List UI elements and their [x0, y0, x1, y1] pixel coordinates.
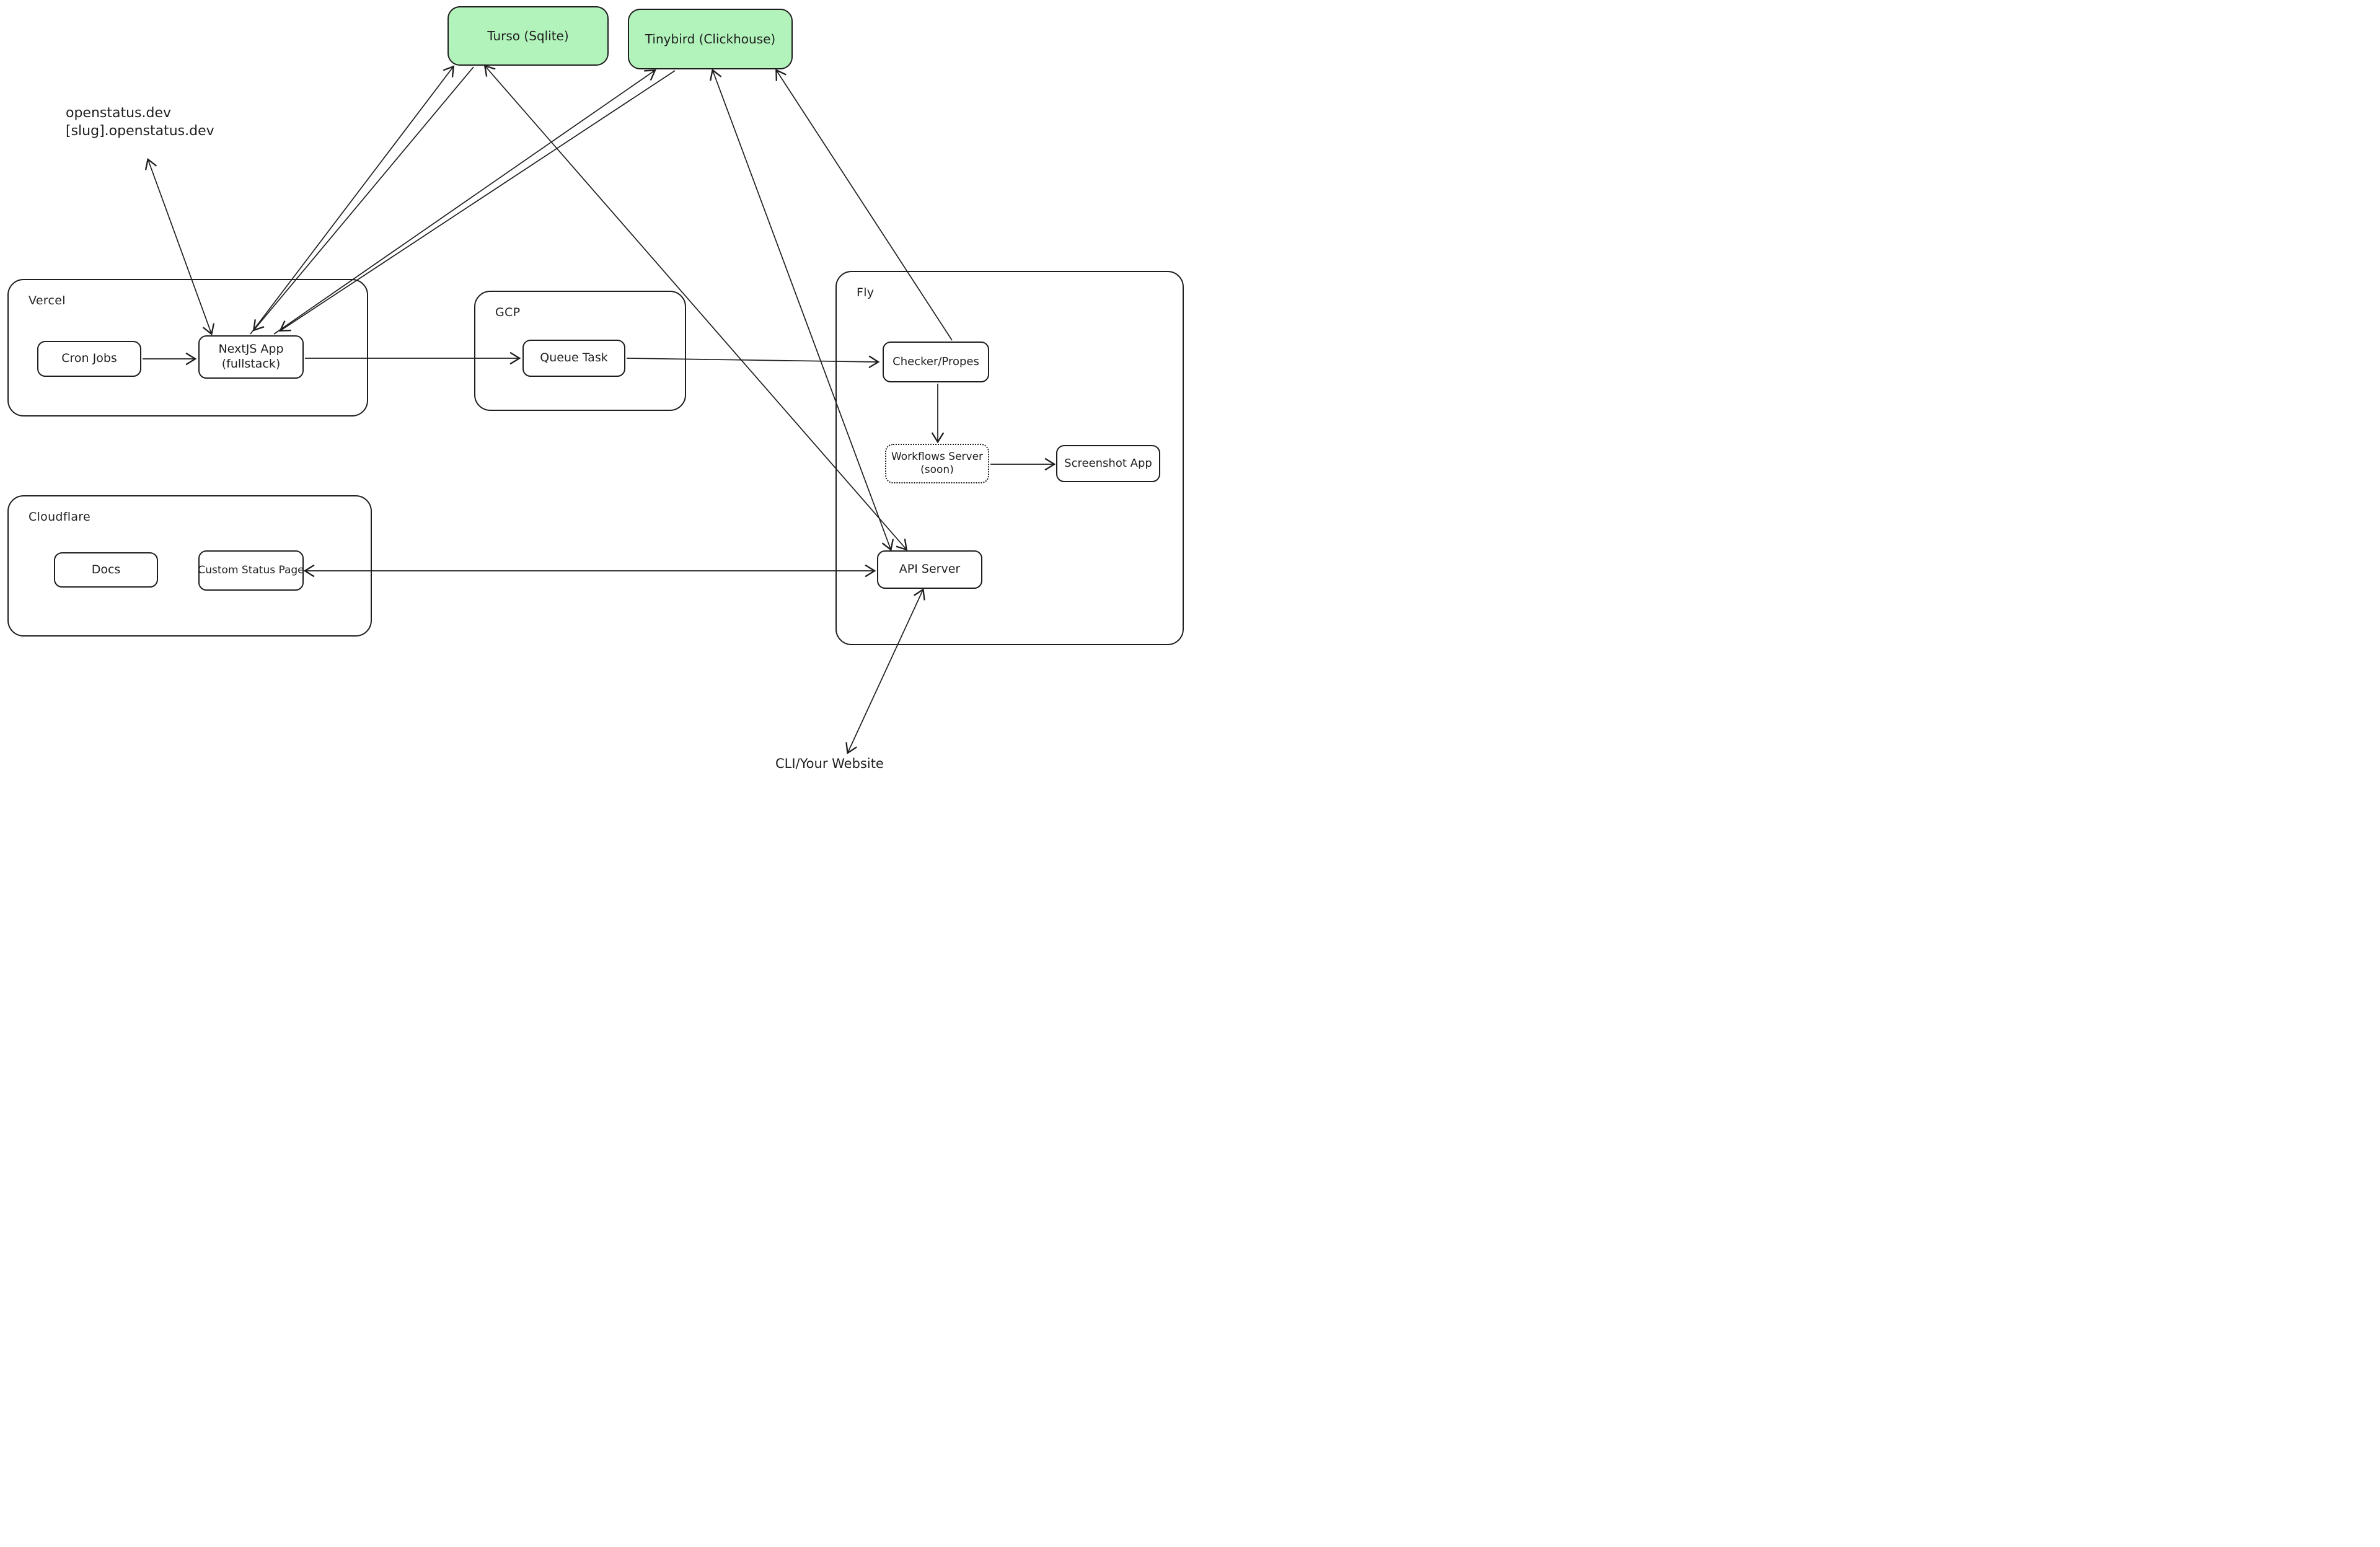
node-tinybird: Tinybird (Clickhouse) — [628, 9, 793, 69]
node-turso: Turso (Sqlite) — [447, 6, 609, 66]
arrow-layer — [143, 64, 1056, 755]
arrow-turso-to-nextjs — [252, 66, 474, 332]
node-cron-jobs: Cron Jobs — [37, 341, 141, 377]
node-workflows-server-label-line2: (soon) — [920, 464, 954, 476]
container-cloudflare-label: Cloudflare — [29, 510, 90, 524]
arrow-queue-to-checker — [626, 355, 880, 369]
node-workflows-server: Workflows Server (soon) — [885, 444, 989, 483]
arrow-api-to-cli — [845, 588, 925, 755]
arrow-api-to-tinybird — [710, 68, 894, 552]
node-tinybird-label: Tinybird (Clickhouse) — [645, 31, 776, 46]
container-vercel-label: Vercel — [29, 294, 66, 307]
node-workflows-server-label-line1: Workflows Server — [891, 450, 984, 463]
node-docs-label: Docs — [91, 562, 121, 576]
node-custom-status-page-label: Custom Status Page — [198, 563, 304, 576]
node-api-server: API Server — [877, 550, 982, 589]
arrow-api-to-turso — [483, 64, 908, 551]
arrow-nextjs-to-domains — [144, 157, 215, 336]
node-nextjs-app-label-line1: NextJS App — [218, 342, 284, 356]
label-domains-line1: openstatus.dev — [66, 105, 172, 121]
node-checker-propes: Checker/Propes — [883, 342, 989, 382]
node-docs: Docs — [54, 552, 158, 588]
label-domains-line2: [slug].openstatus.dev — [66, 123, 214, 139]
node-screenshot-app: Screenshot App — [1056, 445, 1160, 482]
label-cli-your-website: CLI/Your Website — [775, 756, 884, 771]
node-turso-label: Turso (Sqlite) — [487, 28, 569, 43]
node-screenshot-app-label: Screenshot App — [1064, 456, 1152, 470]
node-cron-jobs-label: Cron Jobs — [61, 351, 117, 366]
arrow-nextjs-to-turso — [250, 65, 455, 335]
node-queue-task: Queue Task — [522, 340, 625, 377]
node-custom-status-page: Custom Status Page — [198, 550, 304, 591]
architecture-diagram-canvas: Vercel GCP Fly Cloudflare Turso — [0, 0, 1190, 774]
node-queue-task-label: Queue Task — [540, 351, 608, 365]
node-checker-propes-label: Checker/Propes — [892, 355, 979, 368]
label-domains: openstatus.dev [slug].openstatus.dev — [66, 104, 214, 140]
arrow-nextjs-to-tinybird — [273, 69, 656, 335]
node-nextjs-app: NextJS App (fullstack) — [198, 335, 304, 379]
node-api-server-label: API Server — [899, 562, 961, 576]
arrow-tinybird-to-nextjs — [279, 70, 676, 332]
arrow-checker-to-tinybird — [775, 69, 953, 341]
node-nextjs-app-label-line2: (fullstack) — [221, 357, 281, 371]
